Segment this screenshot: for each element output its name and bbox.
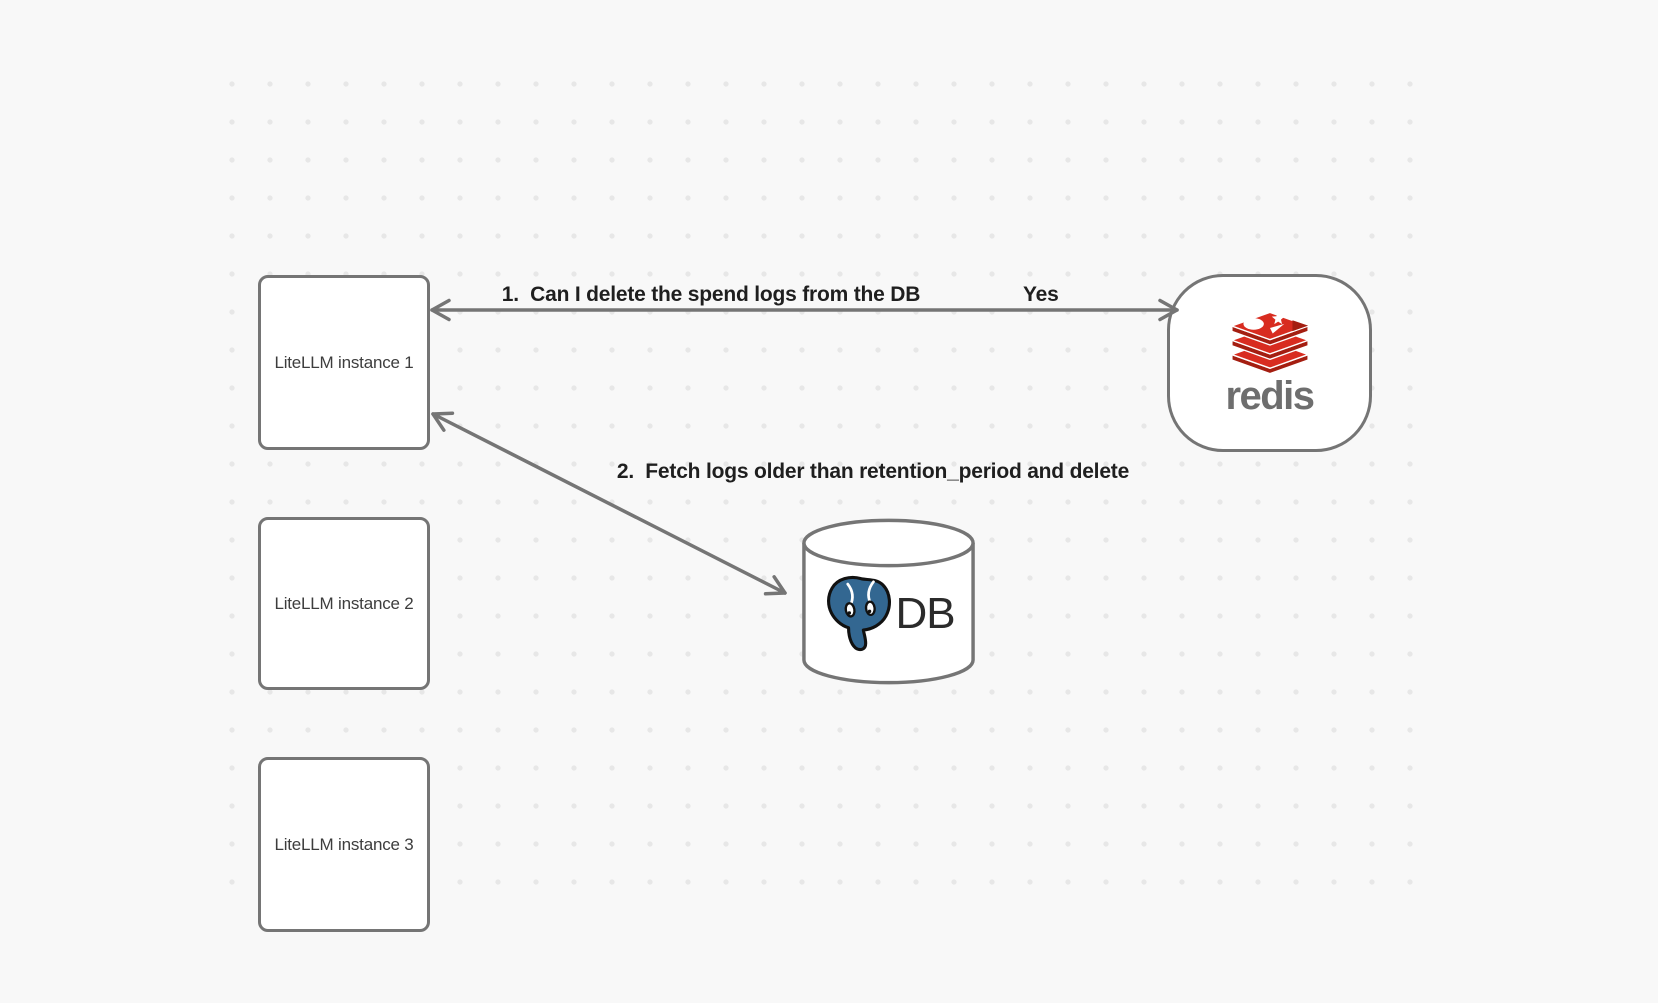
redis-logo-icon [1230, 311, 1309, 374]
node-redis[interactable]: redis [1167, 274, 1372, 452]
edge-instance1-redis[interactable] [425, 294, 1187, 326]
redis-wordmark: redis [1225, 373, 1315, 418]
edge-label-fetch-logs[interactable]: 2. Fetch logs older than retention_perio… [616, 460, 1130, 483]
db-label: DB [895, 589, 955, 638]
edge-instance1-db[interactable] [420, 398, 800, 608]
node-litellm-instance-2[interactable]: LiteLLM instance 2 [258, 517, 430, 690]
node-litellm-instance-3-label: LiteLLM instance 3 [274, 834, 414, 854]
edge-label-delete-spend-logs[interactable]: 1. Can I delete the spend logs from the … [501, 283, 921, 306]
node-litellm-instance-3[interactable]: LiteLLM instance 3 [258, 757, 430, 932]
edge-label-yes[interactable]: Yes [1023, 283, 1059, 306]
node-litellm-instance-1[interactable]: LiteLLM instance 1 [258, 275, 430, 450]
node-litellm-instance-1-label: LiteLLM instance 1 [274, 352, 414, 372]
node-litellm-instance-2-label: LiteLLM instance 2 [274, 593, 414, 613]
postgresql-elephant-icon [827, 575, 892, 651]
node-postgres-db[interactable]: DB [800, 516, 977, 688]
